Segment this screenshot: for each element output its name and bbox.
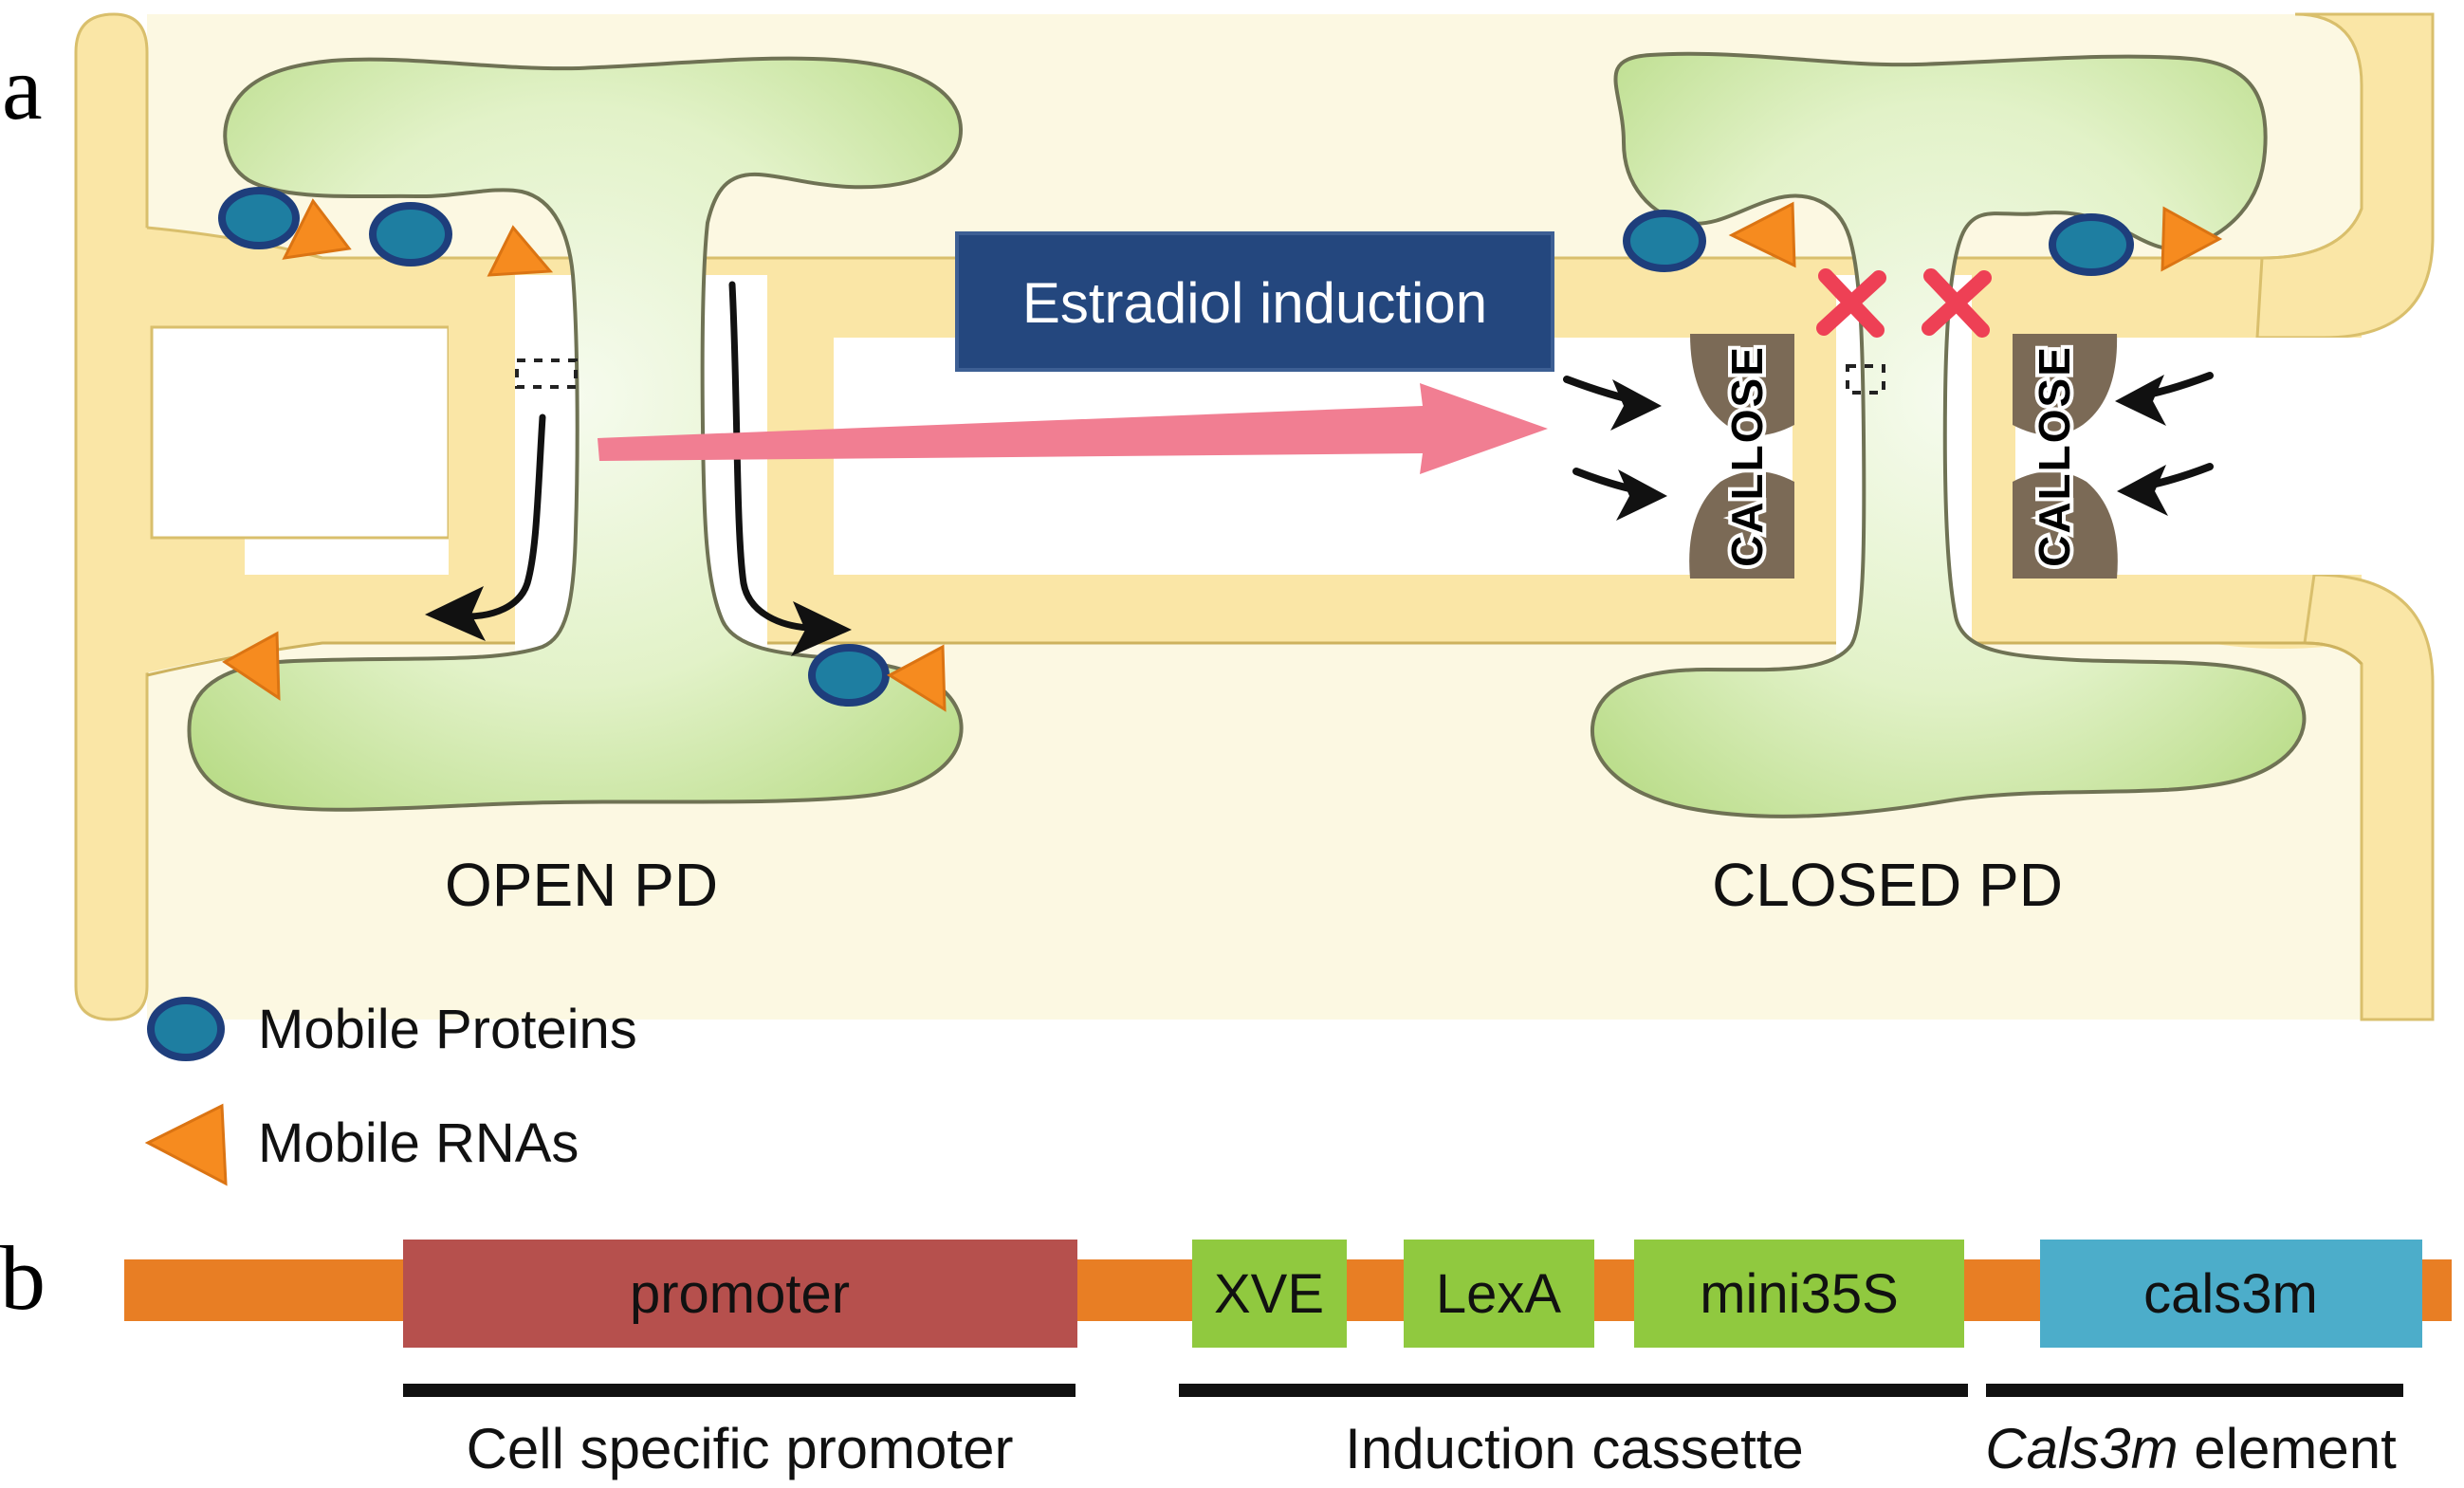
closed-pd-left-collar [1793, 285, 1838, 575]
callose-deposition-arrowheads [1610, 375, 2168, 521]
left-wall [74, 12, 149, 1021]
segment-xve: XVE [1192, 1240, 1347, 1348]
callose-deposits [1689, 334, 2118, 579]
callose-blob [1690, 334, 1794, 435]
closed-pd-mobile-proteins [1623, 210, 2134, 276]
mobile-rna-icon [1728, 201, 1796, 268]
segment-label: cals3m [2143, 1263, 2318, 1325]
open-pd-mobile-rnas [222, 198, 947, 712]
block-x-icon [1922, 268, 1992, 338]
callose-blob [2013, 334, 2118, 435]
flow-line-left [463, 413, 546, 620]
construct-segments: promoter XVE LexA mini35S cals3m [403, 1240, 2422, 1348]
closed-pd-label: CLOSED PD [1712, 851, 2063, 919]
block-x-marks [1816, 268, 1992, 338]
callose-blob [2013, 471, 2118, 579]
open-pd-mobile-proteins [218, 187, 890, 707]
mobile-protein-icon [808, 644, 890, 707]
mobile-rna-icon [2161, 206, 2223, 272]
segment-lexa: LexA [1404, 1240, 1594, 1348]
open-pd-body [187, 56, 964, 812]
estradiol-induction: Estradiol induction [598, 231, 1554, 474]
flow-arrowhead-left-icon [425, 586, 486, 641]
wall-edge-bottom [146, 641, 2363, 677]
estradiol-induction-label: Estradiol induction [1022, 271, 1487, 335]
block-x-icon [1816, 268, 1886, 338]
left-wall-window [150, 325, 451, 540]
right-white-margin [2433, 266, 2464, 575]
segment-label: mini35S [1700, 1263, 1899, 1325]
label-cals3m-rest: element [2179, 1417, 2397, 1480]
segment-mini35s: mini35S [1634, 1240, 1964, 1348]
segment-cals3m: cals3m [2040, 1240, 2422, 1348]
legend: Mobile Proteins Mobile RNAs [144, 997, 637, 1186]
mobile-protein-icon [218, 187, 300, 249]
open-pd-label: OPEN PD [445, 851, 718, 919]
label-cell-specific-promoter: Cell specific promoter [467, 1417, 1014, 1480]
panel-a-letter: a [2, 37, 43, 138]
segment-label: promoter [630, 1263, 850, 1325]
mobile-rna-icon [487, 225, 554, 277]
flow-line-right [728, 281, 812, 632]
underline-cell-specific-promoter [403, 1384, 1076, 1397]
label-cals3m-element: Cals3m element [1985, 1417, 2397, 1480]
mobile-rna-icon [144, 1103, 228, 1186]
mobile-protein-icon [147, 997, 225, 1061]
callose-label: CALLOSE [1722, 345, 1772, 567]
legend-label: Mobile Proteins [258, 999, 637, 1060]
closed-pd-body [1590, 51, 2307, 818]
closed-pd: CALLOSE CALLOSE [1563, 51, 2307, 919]
label-cals3m-italic: Cals3m [1985, 1417, 2178, 1480]
flow-arrowhead-right-icon [791, 601, 852, 656]
group-underlines [403, 1384, 2403, 1397]
mobile-rna-icon [222, 631, 281, 701]
mobile-protein-icon [1623, 210, 1706, 272]
open-pd: OPEN PD [187, 56, 964, 919]
open-pd-neck-dashed-marker [515, 358, 578, 389]
panel-a: OPEN PD Estradiol induction [2, 12, 2464, 1186]
legend-label: Mobile RNAs [258, 1112, 579, 1174]
legend-item-mobile-rnas: Mobile RNAs [144, 1103, 579, 1186]
mobile-protein-icon [2049, 213, 2134, 276]
estradiol-induction-box [955, 231, 1554, 372]
segment-promoter: promoter [403, 1240, 1077, 1348]
induction-arrow-icon [598, 383, 1548, 474]
panel-b: b promoter XVE LexA mini35S ca [0, 1227, 2452, 1480]
callose-blob [1689, 471, 1794, 579]
label-induction-cassette: Induction cassette [1345, 1417, 1804, 1480]
panel-b-letter: b [0, 1227, 46, 1329]
wall-edge-top [146, 208, 2363, 260]
legend-item-mobile-proteins: Mobile Proteins [147, 997, 637, 1061]
open-pd-flow-arrows [463, 281, 812, 632]
closed-pd-mobile-rnas [1728, 201, 2223, 272]
underline-induction-cassette [1179, 1384, 1968, 1397]
segment-label: XVE [1214, 1263, 1324, 1325]
underline-cals3m-element [1986, 1384, 2403, 1397]
segment-label: LexA [1436, 1263, 1562, 1325]
mobile-rna-icon [282, 198, 352, 260]
mobile-rna-icon [887, 644, 947, 712]
closed-pd-neck-dashed-marker [1846, 364, 1885, 395]
group-labels: Cell specific promoter Induction cassett… [467, 1417, 2398, 1480]
closed-pd-left-channel [1836, 275, 1862, 654]
open-pd-left-collar [449, 285, 515, 575]
callose-label: CALLOSE [2030, 345, 2079, 567]
mobile-protein-icon [369, 202, 452, 266]
